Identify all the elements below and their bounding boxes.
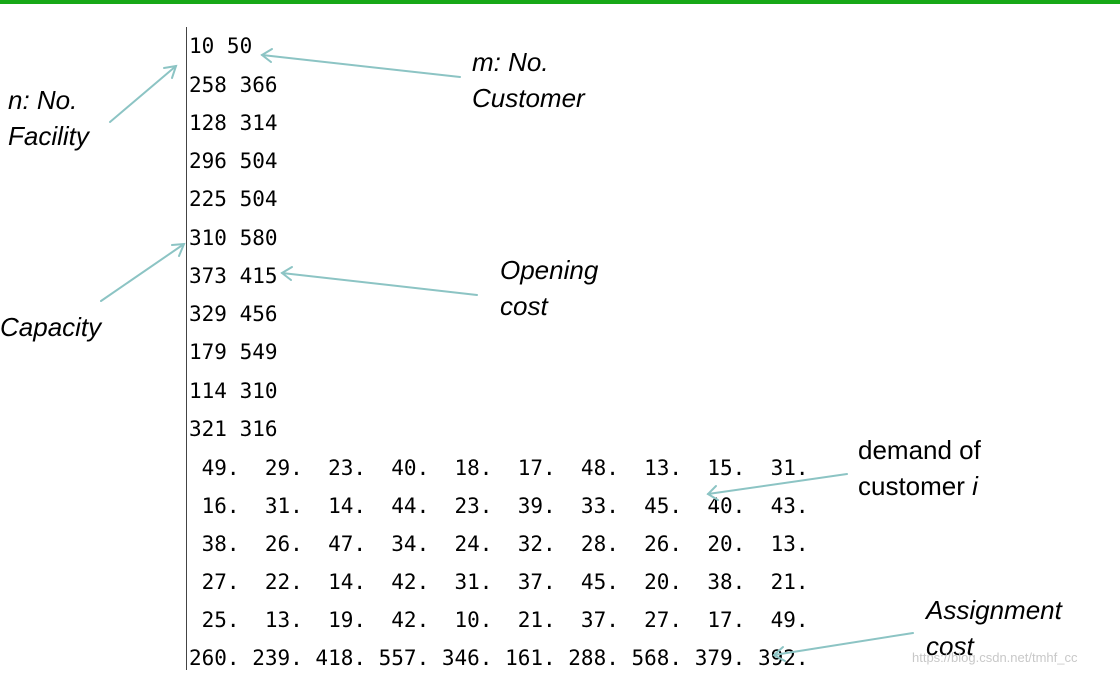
arrow-m-customer [260, 48, 461, 78]
arrow-n-facility [109, 64, 178, 123]
watermark: https://blog.csdn.net/tmhf_cc [912, 650, 1078, 665]
data-line-facility: 329 456 [189, 302, 278, 326]
label-opening-line2: cost [500, 291, 548, 321]
label-assignment-cost: Assignment cost [926, 592, 1062, 664]
data-line-facility: 296 504 [189, 149, 278, 173]
label-demand-line2: customer i [858, 468, 981, 504]
arrow-demand [706, 473, 848, 501]
label-m-customer: m: No. Customer [472, 44, 585, 116]
text-cursor-line [186, 27, 187, 670]
data-line-facility: 373 415 [189, 264, 278, 288]
label-m-line2: Customer [472, 83, 585, 113]
data-line-facility: 321 316 [189, 417, 278, 441]
data-line-demand: 27. 22. 14. 42. 31. 37. 45. 20. 38. 21. [189, 570, 809, 594]
label-n-line2: Facility [8, 121, 89, 151]
label-opening-line1: Opening [500, 255, 599, 285]
data-line-facility: 128 314 [189, 111, 278, 135]
data-line-facility: 114 310 [189, 379, 278, 403]
label-n-facility: n: No. Facility [8, 82, 89, 154]
label-opening-cost: Opening cost [500, 252, 598, 324]
label-assignment-line1: Assignment [926, 595, 1062, 625]
data-line-facility: 225 504 [189, 187, 278, 211]
label-n-line1: n: No. [8, 85, 78, 115]
label-demand: demand of customer i [858, 432, 981, 504]
data-line-facility: 258 366 [189, 73, 278, 97]
arrow-capacity [100, 242, 186, 302]
data-line-facility: 310 580 [189, 226, 278, 250]
label-demand-line1: demand of [858, 435, 981, 465]
data-line-facility: 179 549 [189, 340, 278, 364]
label-demand-variable: i [972, 471, 978, 501]
data-line-demand: 16. 31. 14. 44. 23. 39. 33. 45. 40. 43. [189, 494, 809, 518]
top-accent-bar [0, 0, 1120, 4]
data-line-demand: 38. 26. 47. 34. 24. 32. 28. 26. 20. 13. [189, 532, 809, 556]
label-demand-prefix: customer [858, 471, 973, 501]
data-line-header: 10 50 [189, 34, 253, 58]
data-line-demand: 25. 13. 19. 42. 10. 21. 37. 27. 17. 49. [189, 608, 809, 632]
label-m-line1: m: No. [472, 47, 549, 77]
arrow-opening-cost [280, 266, 478, 296]
label-assignment-line2: cost [926, 631, 974, 661]
label-capacity: Capacity [0, 312, 102, 342]
data-line-demand: 49. 29. 23. 40. 18. 17. 48. 13. 15. 31. [189, 456, 809, 480]
arrow-assignment-cost [772, 632, 914, 662]
